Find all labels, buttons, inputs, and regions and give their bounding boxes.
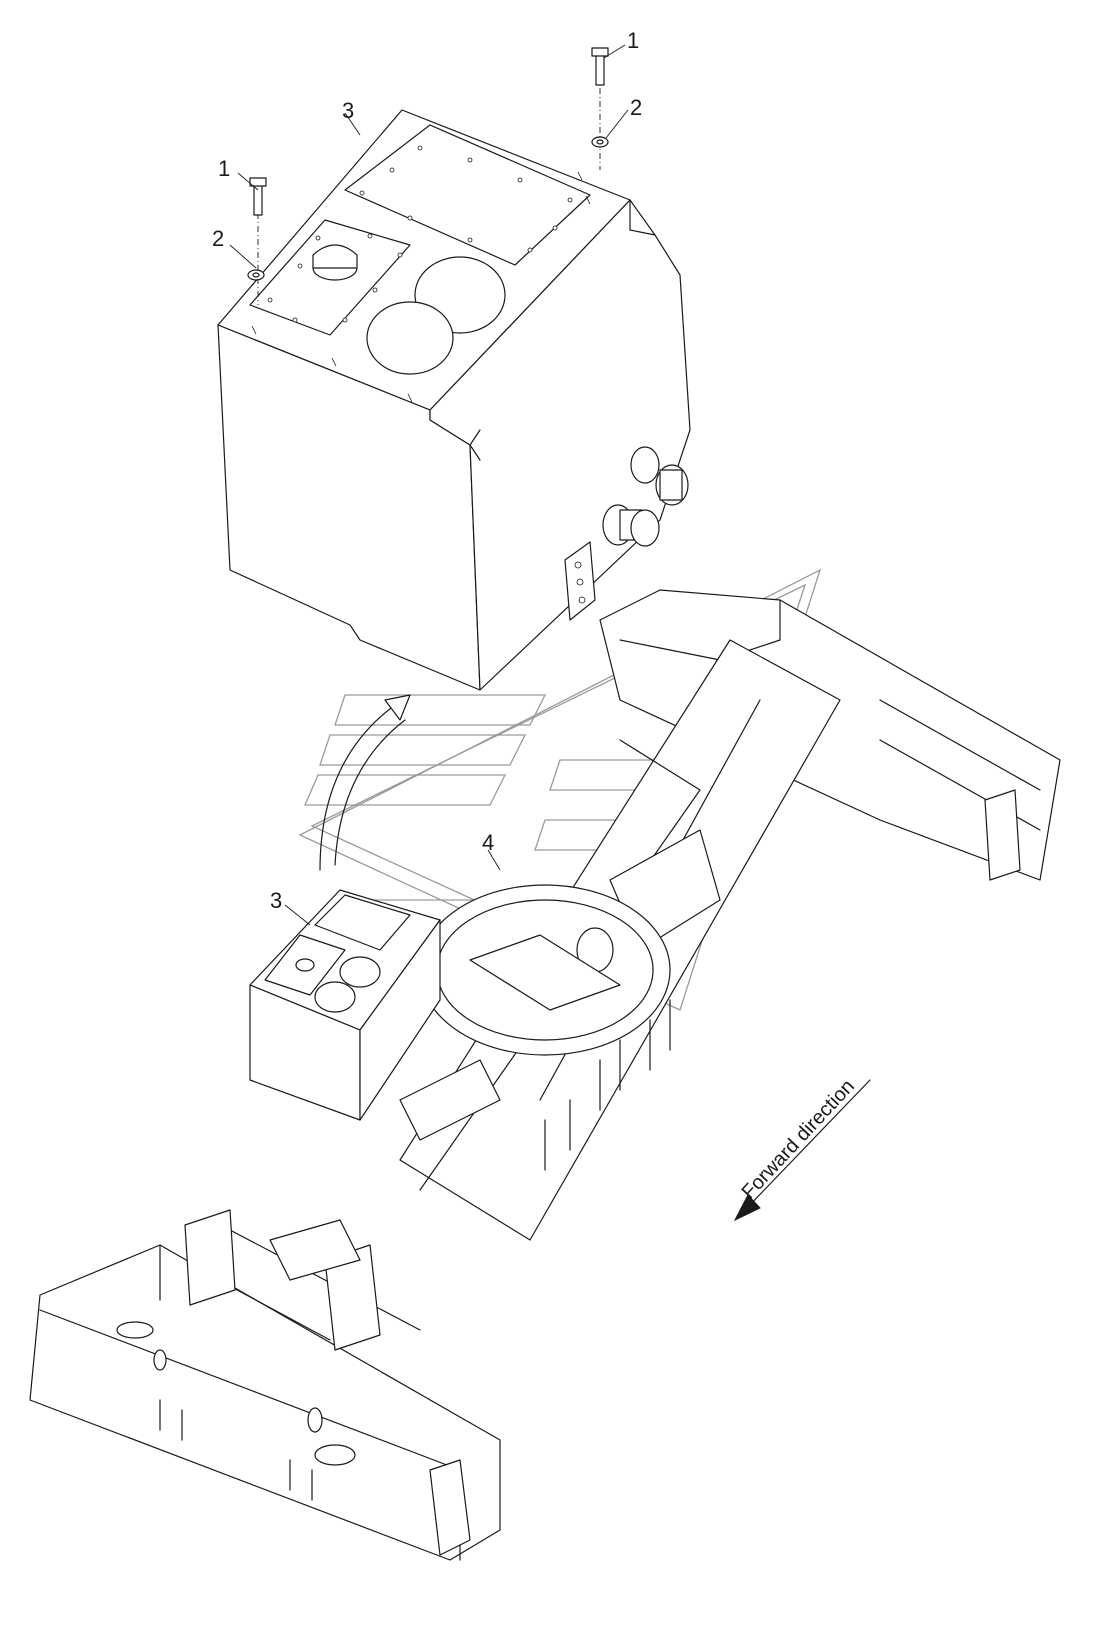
chassis-frame — [29, 589, 1061, 1561]
callout-2-left: 2 — [212, 226, 224, 251]
forward-direction-label: Forward direction — [738, 1075, 859, 1203]
callout-3-bottom: 3 — [270, 888, 282, 913]
cover-bolts — [267, 145, 573, 323]
forward-direction-indicator: Forward direction — [733, 1075, 871, 1222]
bolt-assembly-right — [591, 47, 609, 170]
assembly-arrow — [319, 694, 411, 871]
hydraulic-tank-installed — [249, 889, 441, 1121]
callout-3-top: 3 — [342, 98, 354, 123]
hydraulic-tank-exploded — [217, 109, 691, 691]
callout-2-top: 2 — [630, 95, 642, 120]
bolt-assembly-left — [247, 177, 267, 305]
leader-lines — [229, 44, 629, 926]
callout-1-left: 1 — [218, 156, 230, 181]
callout-4: 4 — [482, 830, 494, 855]
tank-port-flanges — [602, 446, 689, 547]
callout-1-top: 1 — [627, 28, 639, 53]
